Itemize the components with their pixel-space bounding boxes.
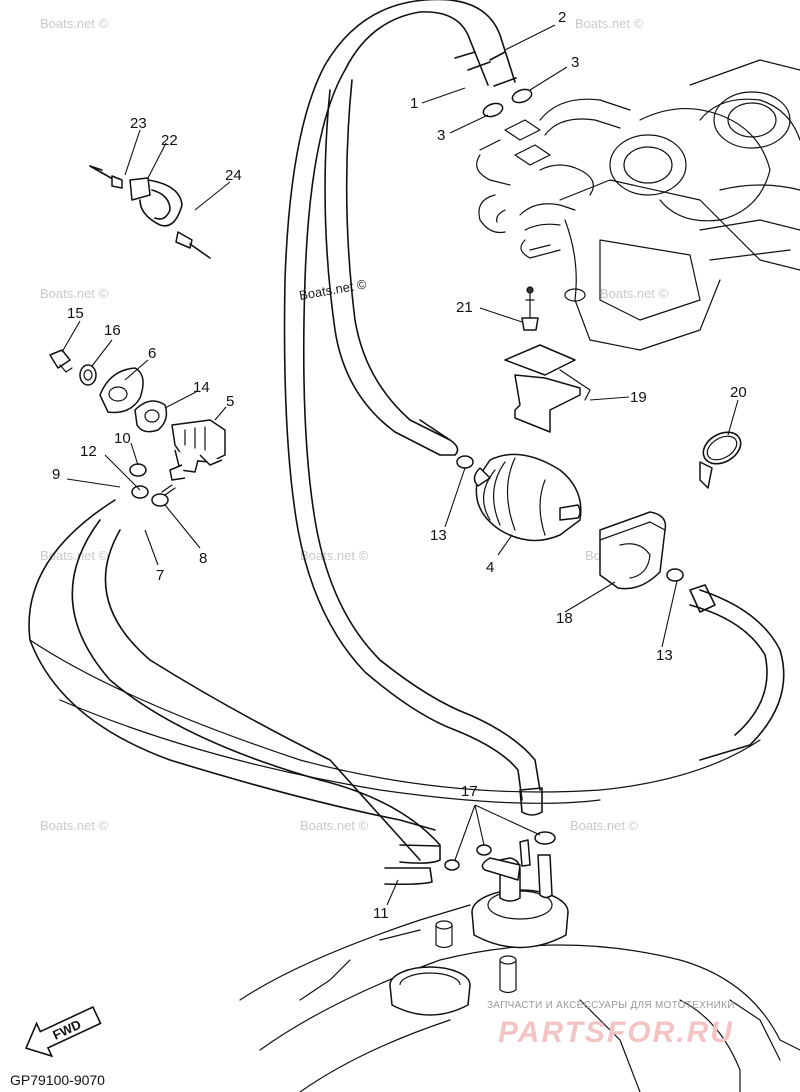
- callout-11: 11: [373, 905, 389, 922]
- callout-24: 24: [225, 167, 242, 184]
- callout-3: 3: [437, 127, 445, 144]
- fuel-hose-to-filter: [324, 79, 459, 456]
- brand-subtitle: ЗАПЧАСТИ И АКСЕССУАРЫ ДЛЯ МОТОТЕХНИКИ: [487, 1000, 735, 1011]
- watermark: Boats.net ©: [40, 818, 109, 833]
- callout-13: 13: [656, 647, 673, 664]
- brand-name: PARTSFOR.RU: [498, 1016, 734, 1049]
- brand-watermark: ЗАПЧАСТИ И АКСЕССУАРЫ ДЛЯ МОТОТЕХНИКИ PA…: [487, 1000, 735, 1049]
- callout-5: 5: [226, 393, 234, 410]
- callout-7: 7: [156, 567, 164, 584]
- callout-19: 19: [630, 389, 647, 406]
- fuel-cock-assembly: [49, 349, 226, 481]
- watermark: Boats.net ©: [300, 818, 369, 833]
- callout-20: 20: [730, 384, 747, 401]
- callout-10: 10: [114, 430, 131, 447]
- watermark-layer: Boats.net © Boats.net © Boats.net © Boat…: [40, 16, 669, 833]
- callout-1: 1: [410, 95, 418, 112]
- hose-clamp-20: [699, 431, 742, 489]
- callout-23: 23: [130, 115, 147, 132]
- watermark: Boats.net ©: [40, 548, 109, 563]
- hose-clamps: [129, 88, 684, 871]
- filter-holder: [599, 511, 667, 590]
- fwd-arrow: FWD: [24, 1005, 102, 1058]
- callout-18: 18: [556, 610, 573, 627]
- callout-6: 6: [148, 345, 156, 362]
- callout-13: 13: [430, 527, 447, 544]
- callout-labels: 1 2 3 3 4 5 6 7 8 9 10 11 12 13 13 14 15…: [52, 9, 747, 922]
- bracket: [504, 286, 591, 433]
- fuel-tank-outline: [28, 499, 785, 886]
- watermark-dark: Boats.net ©: [298, 276, 368, 303]
- watermark: Boats.net ©: [40, 16, 109, 31]
- callout-22: 22: [161, 132, 178, 149]
- callout-15: 15: [67, 305, 84, 322]
- callout-14: 14: [193, 379, 210, 396]
- callout-12: 12: [80, 443, 97, 460]
- watermark: Boats.net ©: [600, 286, 669, 301]
- callout-8: 8: [199, 550, 207, 567]
- fuel-hose-main: [283, 0, 543, 816]
- callout-2: 2: [558, 9, 566, 26]
- cable-tie: [89, 165, 211, 259]
- fwd-arrow-icon: [24, 1005, 102, 1058]
- leader-lines: [61, 24, 739, 906]
- fuel-tank-top: [239, 839, 800, 1092]
- callout-17: 17: [461, 783, 478, 800]
- callout-3: 3: [571, 54, 579, 71]
- fuel-filter: [473, 453, 582, 542]
- callout-21: 21: [456, 299, 473, 316]
- watermark: Boats.net ©: [570, 818, 639, 833]
- watermark: Boats.net ©: [40, 286, 109, 301]
- callout-9: 9: [52, 466, 60, 483]
- watermark: Boats.net ©: [575, 16, 644, 31]
- callout-16: 16: [104, 322, 121, 339]
- watermark: Boats.net ©: [300, 548, 369, 563]
- engine-carburetor-assembly: [476, 59, 800, 351]
- diagram-code: GP79100-9070: [10, 1072, 105, 1088]
- callout-4: 4: [486, 559, 494, 576]
